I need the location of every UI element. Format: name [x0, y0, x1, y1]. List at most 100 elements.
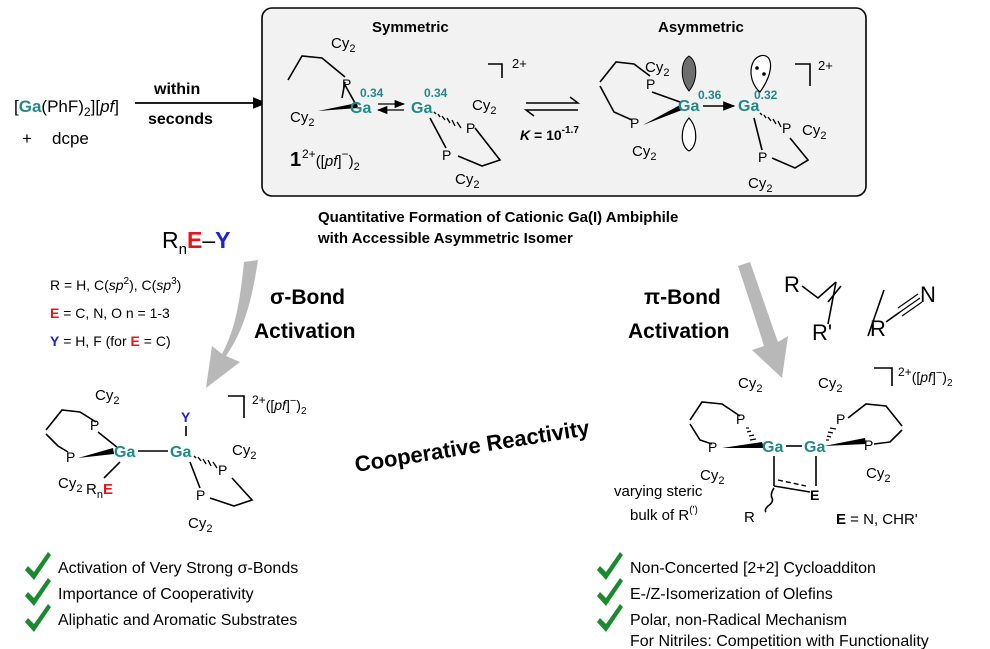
- svg-text:1: 1: [290, 149, 301, 171]
- svg-text:P: P: [736, 411, 745, 427]
- svg-text:Ga: Ga: [738, 98, 759, 115]
- reactants: [Ga(PhF)2][pf] + dcpe: [14, 97, 119, 148]
- svg-text:Ga: Ga: [804, 439, 825, 456]
- svg-text:N: N: [920, 282, 936, 307]
- svg-text:P: P: [196, 487, 205, 503]
- svg-text:Cy2: Cy2: [645, 59, 669, 79]
- svg-text:R: R: [744, 509, 755, 526]
- svg-text:E = C, N, O n = 1-3: E = C, N, O n = 1-3: [50, 305, 170, 321]
- nitrile: R N: [870, 282, 936, 341]
- svg-text:P: P: [864, 437, 873, 453]
- svg-text:E-/Z-Isomerization of Olefins: E-/Z-Isomerization of Olefins: [630, 586, 833, 603]
- alkene: R R': [784, 272, 842, 345]
- pi-bullets: Non-Concerted [2+2] Cycloadditon E-/Z-Is…: [597, 552, 929, 649]
- pi-product: Cy2 P P Cy2 Ga Ga E R P Cy: [689, 365, 953, 526]
- svg-text:R': R': [812, 320, 832, 345]
- svg-text:2+([pf]−)2: 2+([pf]−)2: [898, 365, 953, 389]
- svg-text:0.34: 0.34: [424, 86, 448, 100]
- svg-text:2+: 2+: [818, 58, 833, 73]
- svg-text:Activation of Very Strong σ-Bo: Activation of Very Strong σ-Bonds: [58, 560, 298, 577]
- e-definition: E = N, CHR': [836, 511, 918, 528]
- svg-text:P: P: [466, 120, 475, 136]
- sigma-product: Cy2 P P Cy2 Ga Ga Y RnE P Cy2 P Cy2: [45, 387, 307, 535]
- steric-line-1: varying steric: [614, 483, 703, 500]
- svg-text:K = 10-1.7: K = 10-1.7: [520, 125, 579, 143]
- svg-text:Aliphatic and Aromatic Substra: Aliphatic and Aromatic Substrates: [58, 612, 297, 629]
- svg-text:Cy2: Cy2: [188, 515, 212, 535]
- caption-line-2: with Accessible Asymmetric Isomer: [317, 230, 573, 247]
- svg-text:Y: Y: [181, 409, 191, 425]
- svg-text:R = H, C(sp2), C(sp3): R = H, C(sp2), C(sp3): [50, 276, 181, 293]
- svg-text:2+([pf]−)2: 2+([pf]−)2: [302, 147, 360, 173]
- svg-text:R: R: [784, 272, 800, 297]
- pi-arrow: [738, 262, 788, 378]
- svg-text:Cy2: Cy2: [866, 465, 890, 485]
- equilibrium-arrows: K = 10-1.7: [520, 96, 581, 143]
- sigma-bullets: Activation of Very Strong σ-Bonds Import…: [25, 552, 298, 632]
- svg-text:Activation: Activation: [628, 320, 730, 343]
- symmetric-title: Symmetric: [372, 19, 449, 36]
- svg-text:P: P: [646, 76, 655, 92]
- sigma-branch: RnE–Y R = H, C(sp2), C(sp3) E = C, N, O …: [25, 227, 356, 632]
- svg-text:R: R: [870, 316, 886, 341]
- svg-text:P: P: [782, 120, 791, 136]
- pi-branch: π-Bond Activation R R' R N Cy2 P: [597, 262, 953, 649]
- svg-text:σ-Bond: σ-Bond: [270, 286, 345, 309]
- svg-text:within: within: [153, 81, 200, 98]
- sigma-substrate: RnE–Y: [162, 227, 230, 258]
- svg-text:Non-Concerted [2+2] Cycloaddit: Non-Concerted [2+2] Cycloadditon: [630, 560, 876, 577]
- svg-text:Cy2: Cy2: [748, 175, 772, 195]
- svg-text:P: P: [836, 411, 845, 427]
- svg-text:Cy2: Cy2: [472, 97, 496, 117]
- caption-line-1: Quantitative Formation of Cationic Ga(I)…: [318, 209, 678, 226]
- svg-text:Activation: Activation: [254, 320, 356, 343]
- svg-text:0.36: 0.36: [698, 88, 722, 102]
- svg-text:P: P: [342, 76, 351, 92]
- reaction-arrow-main: within seconds: [135, 81, 268, 128]
- svg-text:Cy2: Cy2: [58, 475, 82, 495]
- svg-text:Cy2: Cy2: [95, 387, 119, 407]
- svg-text:dcpe: dcpe: [52, 129, 89, 148]
- svg-text:Cy2: Cy2: [700, 467, 724, 487]
- svg-text:Ga: Ga: [411, 100, 432, 117]
- sigma-arrow: [206, 260, 258, 388]
- svg-text:Cy2: Cy2: [232, 442, 256, 462]
- svg-text:Ga: Ga: [678, 98, 699, 115]
- isomer-box: Symmetric Asymmetric Cy2 P Cy2 Ga 0.34 G…: [261, 7, 867, 197]
- svg-text:Cy2: Cy2: [632, 143, 656, 163]
- svg-text:Y = H, F (for E = C): Y = H, F (for E = C): [50, 333, 171, 349]
- svg-text:RnE: RnE: [86, 481, 113, 501]
- svg-text:[Ga(PhF)2][pf]: [Ga(PhF)2][pf]: [14, 97, 119, 119]
- svg-text:P: P: [708, 439, 717, 455]
- svg-text:P: P: [630, 115, 639, 131]
- svg-text:seconds: seconds: [148, 111, 213, 128]
- svg-text:+: +: [22, 129, 32, 148]
- svg-text:Cy2: Cy2: [738, 375, 762, 395]
- svg-text:2+: 2+: [512, 56, 527, 71]
- steric-line-2: bulk of R('): [630, 505, 698, 524]
- svg-text:Importance of Cooperativity: Importance of Cooperativity: [58, 586, 254, 603]
- svg-text:For Nitriles: Competition with: For Nitriles: Competition with Functiona…: [630, 633, 929, 649]
- svg-text:Polar, non-Radical Mechanism: Polar, non-Radical Mechanism: [630, 612, 847, 629]
- svg-text:E: E: [810, 487, 819, 503]
- asymmetric-dimer: Cy2 P P Cy2 Ga 0.36 Ga 0.32 P: [599, 54, 833, 195]
- svg-text:P: P: [66, 449, 75, 465]
- svg-text:π-Bond: π-Bond: [644, 286, 721, 309]
- svg-text:0.34: 0.34: [360, 86, 384, 100]
- svg-text:Ga: Ga: [350, 100, 371, 117]
- svg-text:Cy2: Cy2: [802, 122, 826, 142]
- svg-text:2+([pf]−)2: 2+([pf]−)2: [252, 393, 307, 417]
- svg-text:Ga: Ga: [762, 439, 783, 456]
- svg-text:P: P: [442, 147, 451, 163]
- svg-text:P: P: [218, 462, 227, 478]
- svg-text:Cy2: Cy2: [455, 171, 479, 191]
- svg-text:Cy2: Cy2: [331, 35, 355, 55]
- symmetric-dimer: Cy2 P Cy2 Ga 0.34 Ga 0.34 Cy2 P P Cy2 2+…: [287, 35, 527, 191]
- asymmetric-title: Asymmetric: [658, 19, 744, 36]
- svg-text:P: P: [90, 417, 99, 433]
- cooperative-reactivity-label: Cooperative Reactivity: [353, 415, 592, 477]
- svg-text:Ga: Ga: [114, 444, 135, 461]
- svg-text:Cy2: Cy2: [290, 109, 314, 129]
- svg-text:Ga: Ga: [170, 444, 191, 461]
